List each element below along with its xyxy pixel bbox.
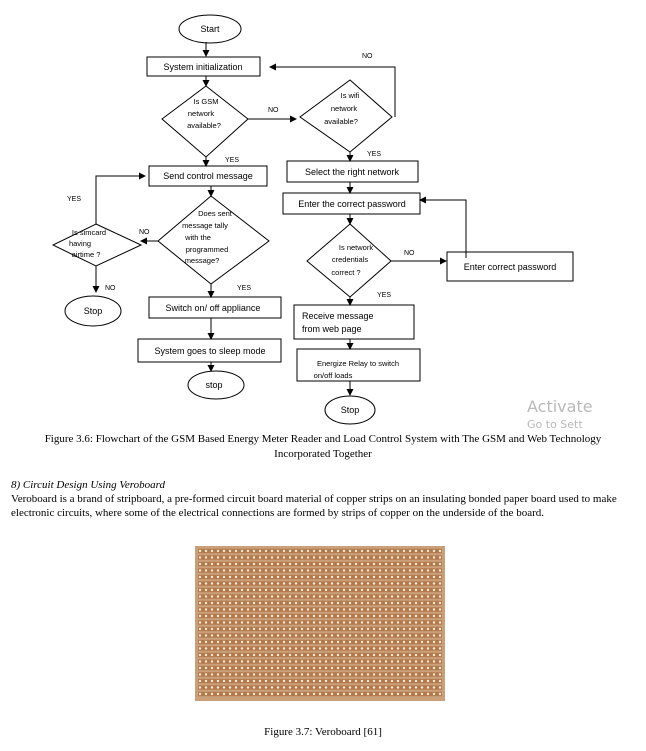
tally-q-line3: with the — [184, 233, 211, 242]
yes-label: YES — [377, 292, 391, 299]
simcard-q-line1: Is simcard — [72, 228, 106, 237]
no-label: NO — [268, 107, 279, 114]
enter-correct-password-box — [446, 251, 574, 282]
caption-line-2: Incorporated Together — [274, 448, 372, 460]
send-control-label: Send control message — [163, 171, 253, 181]
simcard-q-line3: airtime ? — [72, 250, 101, 259]
no-label: NO — [105, 285, 116, 292]
tally-q-line4: programmed — [186, 245, 229, 254]
credentials-decision — [306, 223, 392, 298]
stop-label-2: stop — [205, 380, 222, 390]
energize-relay-line1: Energize Relay to switch — [317, 359, 399, 368]
tally-q-line2: message tally — [182, 221, 228, 230]
enter-password-label: Enter the correct password — [298, 199, 406, 209]
gsm-q-line3: available? — [187, 121, 221, 130]
switch-appliance-label: Switch on/ off appliance — [166, 303, 261, 313]
stop-terminal-2 — [187, 370, 245, 400]
flowchart: Start System initialization Is GSM netwo… — [51, 14, 574, 425]
enter-password-box — [282, 192, 421, 215]
wifi-q-line3: available? — [324, 117, 358, 126]
energize-relay-box — [296, 348, 421, 382]
no-label: NO — [362, 53, 373, 60]
receive-message-line1: Receive message — [302, 311, 374, 321]
system-init-label: System initialization — [163, 62, 242, 72]
caption-line-1: Figure 3.6: Flowchart of the GSM Based E… — [44, 433, 602, 445]
tally-q-line1: Does sent — [198, 209, 233, 218]
activation-watermark-sub: Go to Sett — [527, 418, 583, 431]
gsm-q-line2: network — [188, 109, 215, 118]
enter-correct-password-label: Enter correct password — [464, 262, 557, 272]
credentials-q-line3: correct ? — [331, 268, 360, 277]
start-label: Start — [200, 24, 220, 34]
energize-relay-line2: on/off loads — [314, 371, 353, 380]
select-network-box — [286, 160, 419, 183]
veroboard-image — [195, 546, 445, 701]
wifi-q-line2: network — [331, 104, 358, 113]
simcard-q-line2: having — [69, 239, 91, 248]
tally-q-line5: message? — [185, 256, 220, 265]
gsm-q-line1: Is GSM — [193, 97, 218, 106]
wifi-decision — [299, 79, 393, 153]
activation-watermark: Activate — [527, 397, 593, 416]
yes-label: YES — [225, 157, 239, 164]
gsm-decision — [161, 85, 249, 158]
no-label: NO — [139, 229, 150, 236]
veroboard-paragraph: Veroboard is a brand of stripboard, a pr… — [11, 493, 617, 519]
credentials-q-line2: credentials — [332, 255, 369, 264]
stop-label-3: Stop — [341, 405, 360, 415]
simcard-decision — [51, 223, 143, 267]
send-control-box — [148, 165, 268, 187]
stop-terminal-1 — [64, 295, 122, 327]
figure-3-7-caption: Figure 3.7: Veroboard [61] — [264, 726, 382, 738]
start-terminal — [178, 14, 242, 44]
receive-message-line2: from web page — [302, 324, 362, 334]
sleep-mode-label: System goes to sleep mode — [154, 346, 265, 356]
wifi-q-line1: Is wifi — [341, 91, 360, 100]
yes-label: YES — [367, 151, 381, 158]
yes-label: YES — [237, 285, 251, 292]
stop-label-1: Stop — [84, 306, 103, 316]
system-init-box — [146, 56, 261, 77]
switch-appliance-box — [148, 296, 282, 319]
credentials-q-line1: Is network — [339, 243, 373, 252]
tally-decision — [157, 195, 270, 285]
receive-message-box — [293, 304, 415, 340]
sleep-mode-box — [137, 338, 282, 363]
no-label: NO — [404, 250, 415, 257]
stop-terminal-3 — [324, 395, 376, 425]
section-heading: 8) Circuit Design Using Veroboard — [11, 479, 165, 491]
select-network-label: Select the right network — [305, 167, 400, 177]
yes-label: YES — [67, 196, 81, 203]
figure-3-6-caption: Figure 3.6: Flowchart of the GSM Based E… — [10, 432, 636, 462]
